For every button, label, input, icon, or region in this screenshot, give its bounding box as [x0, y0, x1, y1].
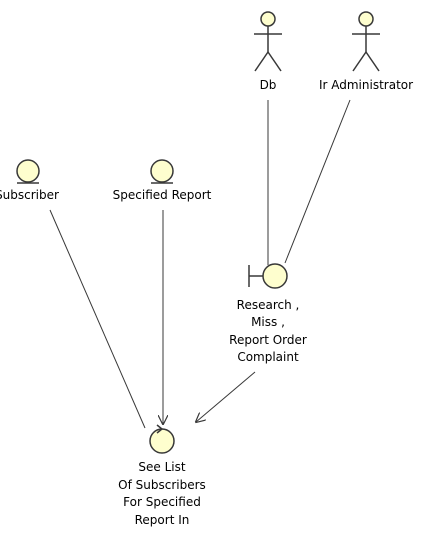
- db-actor-icon: [254, 11, 282, 72]
- connector-admin-to-boundary: [284, 99, 351, 264]
- subscriber-entity-icon: [16, 159, 40, 184]
- connector-boundary-to-control: [196, 371, 256, 422]
- boundary-label-line-2: Miss ,: [251, 315, 285, 329]
- specified-report-entity-label: Specified Report: [113, 188, 212, 202]
- connector-subscriber-to-control: [49, 209, 146, 429]
- ir-administrator-actor-icon: [352, 11, 380, 72]
- boundary-icon: [248, 263, 288, 289]
- ir-administrator-actor-label: Ir Administrator: [319, 78, 413, 92]
- boundary-label-line-4: Complaint: [237, 350, 299, 364]
- control-icon: [149, 424, 175, 454]
- db-actor-label: Db: [260, 78, 277, 92]
- control-label-line-4: Report In: [135, 513, 190, 527]
- boundary-label-line-3: Report Order: [229, 333, 307, 347]
- specified-report-entity-icon: [150, 159, 174, 184]
- control-label-line-3: For Specified: [123, 495, 201, 509]
- subscriber-entity-label: Subscriber: [0, 188, 59, 202]
- control-label-line-1: See List: [138, 460, 185, 474]
- boundary-label-line-1: Research ,: [237, 298, 300, 312]
- control-label-line-2: Of Subscribers: [118, 478, 206, 492]
